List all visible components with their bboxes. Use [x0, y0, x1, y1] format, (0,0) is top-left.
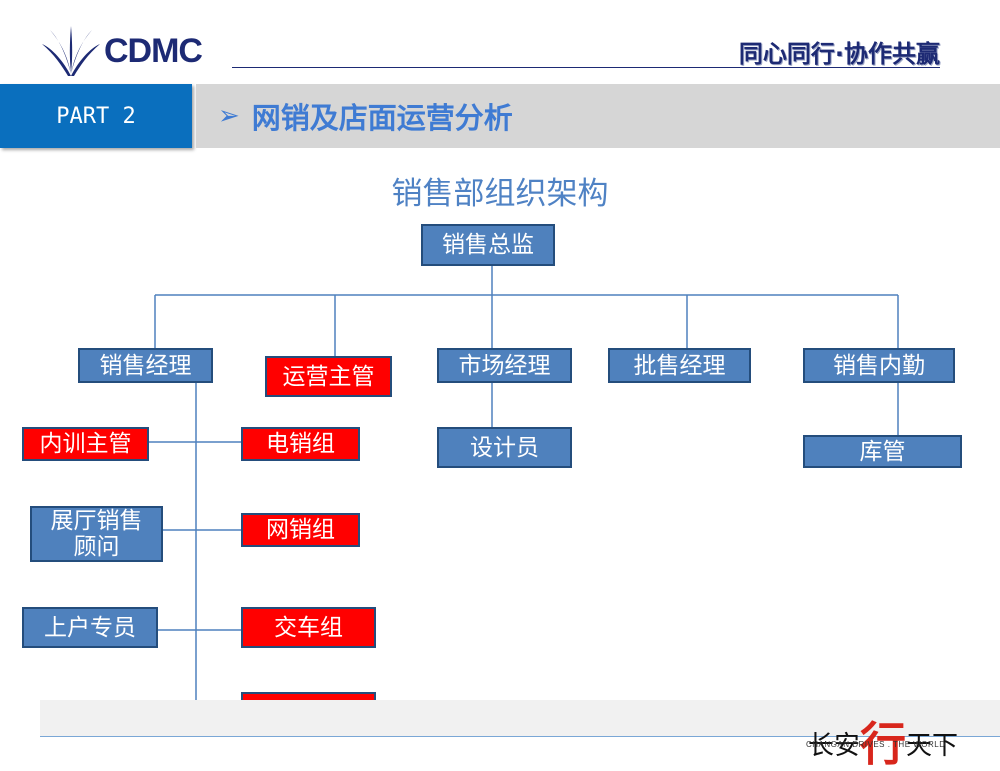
node-phone-sales-group: 电销组	[241, 427, 360, 461]
cdmc-logo: CDMC	[40, 24, 230, 78]
footer-divider	[40, 736, 1000, 737]
leaf-emblem-icon	[42, 26, 100, 76]
node-delivery-group: 交车组	[241, 607, 376, 648]
section-title: 网销及店面运营分析	[251, 101, 513, 135]
node-director: 销售总监	[421, 224, 555, 266]
node-online-sales-group: 网销组	[241, 513, 360, 547]
node-market-manager: 市场经理	[437, 348, 572, 383]
node-wholesale-manager: 批售经理	[608, 348, 751, 383]
org-chart-title: 销售部组织架构	[391, 176, 609, 212]
node-warehouse: 库管	[803, 435, 962, 468]
slogan: 同心同行·协作共赢	[738, 40, 940, 68]
arrow-icon: ➢	[218, 101, 240, 131]
node-training-supervisor: 内训主管	[22, 427, 149, 461]
logo-text: CDMC	[104, 32, 203, 70]
section-title-bar: ➢ 网销及店面运营分析	[196, 84, 1000, 148]
part-label: PART 2	[0, 84, 192, 148]
node-registration-specialist: 上户专员	[22, 607, 158, 648]
part-label-text: PART 2	[56, 103, 136, 129]
node-designer: 设计员	[437, 427, 572, 468]
header-divider	[232, 67, 940, 68]
node-ops-supervisor: 运营主管	[265, 356, 392, 397]
changan-brand-logo: 长安行天下	[808, 702, 958, 771]
node-sales-admin: 销售内勤	[803, 348, 955, 383]
brand-tagline: CHANGAN DRIVES . THE WORLD	[806, 740, 946, 749]
node-sales-manager: 销售经理	[78, 348, 213, 383]
footer-band	[40, 700, 1000, 736]
node-showroom-consultant: 展厅销售顾问	[30, 506, 163, 562]
